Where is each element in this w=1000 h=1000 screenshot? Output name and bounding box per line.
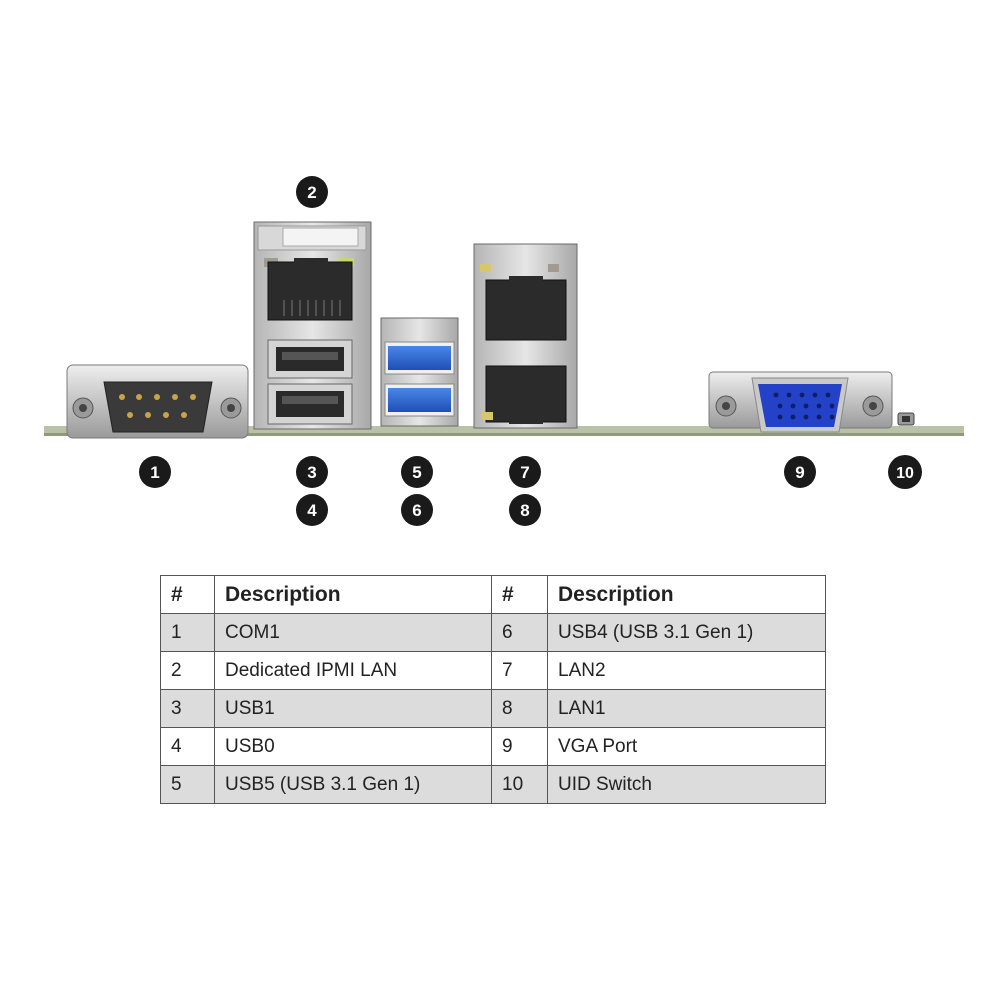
cell-number: 10 (491, 765, 548, 804)
usb5-port (384, 341, 455, 375)
usb1-port (267, 339, 353, 379)
cell-number: 2 (160, 651, 215, 690)
callout-9: 9 (784, 456, 816, 488)
io-panel-diagram: 1 2 3 4 5 6 7 8 9 10 (44, 176, 964, 526)
table-row: 1 COM1 6 USB4 (USB 3.1 Gen 1) (160, 613, 826, 652)
cell-description: USB4 (USB 3.1 Gen 1) (547, 613, 826, 652)
cell-number: 5 (160, 765, 215, 804)
callout-2: 2 (296, 176, 328, 208)
callout-6-label: 6 (412, 501, 421, 520)
cell-description: COM1 (214, 613, 492, 652)
callout-7-label: 7 (520, 463, 529, 482)
callout-1-label: 1 (150, 463, 159, 482)
usb4-port (384, 383, 455, 417)
cell-number: 3 (160, 689, 215, 728)
cell-description: LAN1 (547, 689, 826, 728)
header-number-left: # (160, 575, 215, 614)
ipmi-lan-usb-stack (253, 221, 372, 430)
callout-8: 8 (509, 494, 541, 526)
usb3-stack (380, 317, 459, 427)
com1-port (66, 364, 249, 439)
cell-number: 6 (491, 613, 548, 652)
callout-3-label: 3 (307, 463, 316, 482)
ipmi-lan-jack (267, 258, 353, 321)
table-row: 3 USB1 8 LAN1 (160, 689, 826, 728)
lan1-jack (485, 365, 567, 424)
callout-3: 3 (296, 456, 328, 488)
table-row: 2 Dedicated IPMI LAN 7 LAN2 (160, 651, 826, 690)
cell-description: USB1 (214, 689, 492, 728)
header-description-right: Description (547, 575, 826, 614)
cell-number: 8 (491, 689, 548, 728)
callout-4-label: 4 (307, 501, 317, 520)
callout-6: 6 (401, 494, 433, 526)
cell-description: VGA Port (547, 727, 826, 766)
callout-10-label: 10 (896, 465, 914, 482)
callout-9-label: 9 (795, 463, 804, 482)
motherboard-edge (44, 426, 964, 436)
usb0-port (267, 383, 353, 425)
callout-2-label: 2 (307, 183, 316, 202)
cell-number: 7 (491, 651, 548, 690)
cell-number: 4 (160, 727, 215, 766)
port-description-table: # Description # Description 1 COM1 6 USB… (160, 575, 826, 804)
cell-description: USB5 (USB 3.1 Gen 1) (214, 765, 492, 804)
cell-description: Dedicated IPMI LAN (214, 651, 492, 690)
lan2-jack (485, 276, 567, 341)
uid-switch (897, 412, 915, 426)
callout-7: 7 (509, 456, 541, 488)
callout-10: 10 (888, 455, 922, 489)
cell-description: UID Switch (547, 765, 826, 804)
table-row: 5 USB5 (USB 3.1 Gen 1) 10 UID Switch (160, 765, 826, 804)
callout-4: 4 (296, 494, 328, 526)
callout-8-label: 8 (520, 501, 529, 520)
table-header-row: # Description # Description (160, 575, 826, 614)
cell-number: 1 (160, 613, 215, 652)
cell-description: LAN2 (547, 651, 826, 690)
callout-5-label: 5 (412, 463, 421, 482)
callout-5: 5 (401, 456, 433, 488)
callout-1: 1 (139, 456, 171, 488)
table-row: 4 USB0 9 VGA Port (160, 727, 826, 766)
cell-description: USB0 (214, 727, 492, 766)
header-number-right: # (491, 575, 548, 614)
dual-lan-stack (473, 243, 578, 429)
cell-number: 9 (491, 727, 548, 766)
vga-port (708, 371, 893, 433)
header-description-left: Description (214, 575, 492, 614)
